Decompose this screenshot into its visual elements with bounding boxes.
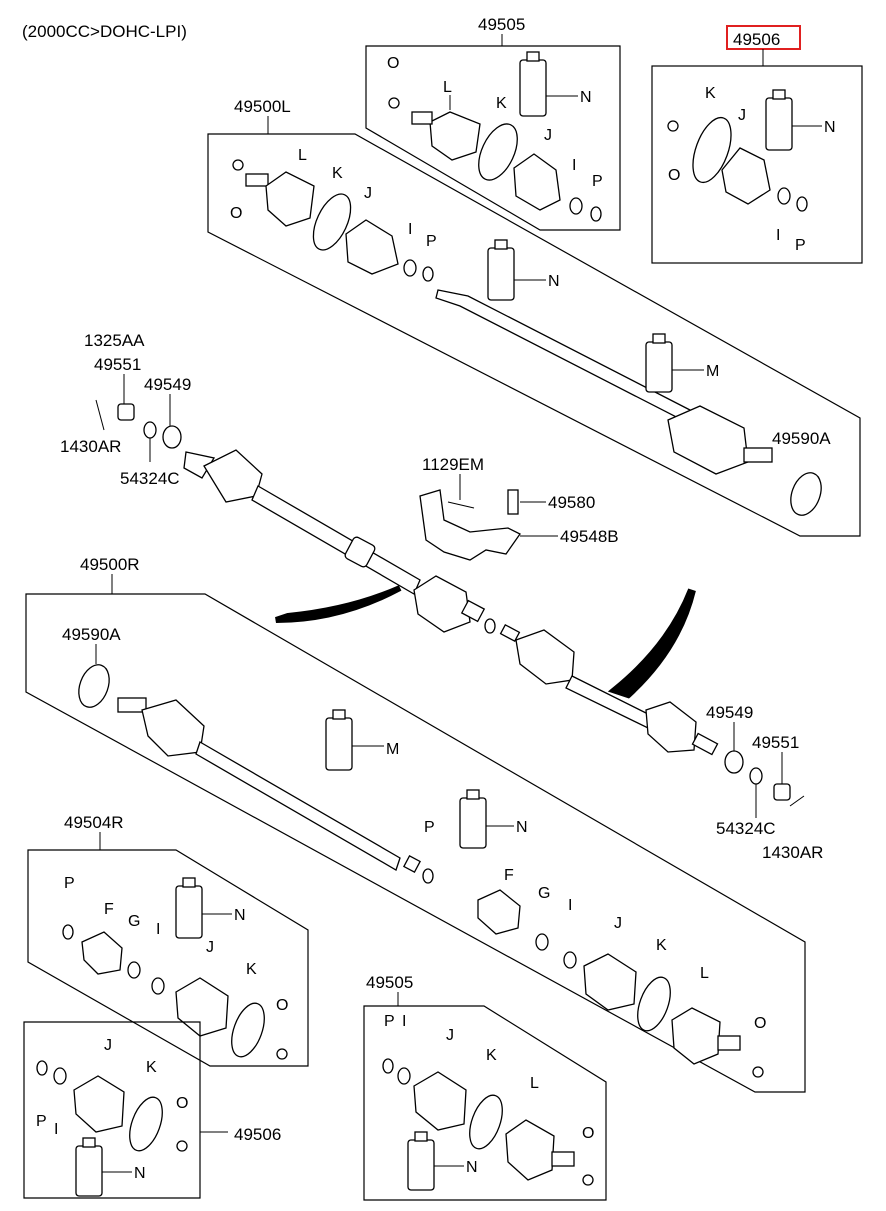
hub-parts-right: 49549 49551 54324C 1430AR [706, 703, 823, 862]
svg-text:J: J [614, 915, 622, 932]
nut-49551-right-label[interactable]: 49551 [752, 733, 799, 752]
svg-text:N: N [466, 1159, 478, 1176]
svg-text:G: G [538, 885, 550, 902]
hub-parts-left: 1325AA 49551 49549 1430AR 54324C [60, 331, 191, 488]
kit-49506-top: 49506 O K J N I P [651, 25, 863, 264]
svg-text:O: O [230, 205, 242, 222]
svg-text:K: K [246, 961, 257, 978]
svg-text:L: L [443, 79, 452, 96]
svg-text:M: M [706, 363, 719, 380]
svg-text:I: I [402, 1013, 406, 1030]
svg-text:K: K [656, 937, 667, 954]
svg-text:G: G [128, 913, 140, 930]
svg-text:J: J [104, 1037, 112, 1054]
bolt-1129EM-label[interactable]: 1129EM [422, 455, 484, 474]
svg-text:F: F [504, 867, 514, 884]
kit-49506-top-label[interactable]: 49506 [733, 30, 780, 49]
pin-1430AR-right-label[interactable]: 1430AR [762, 843, 823, 862]
arrow-right [607, 588, 696, 699]
svg-text:O: O [276, 997, 288, 1014]
svg-text:K: K [705, 85, 716, 102]
svg-text:M: M [386, 741, 399, 758]
svg-text:I: I [572, 157, 576, 174]
shaft-49500L: 49500L O L K J I P N M 49590A [207, 97, 861, 537]
kit49505-top-o-label: O [387, 55, 399, 72]
svg-text:J: J [738, 107, 746, 124]
svg-text:P: P [426, 233, 437, 250]
svg-text:L: L [298, 147, 307, 164]
svg-text:N: N [548, 273, 560, 290]
svg-text:P: P [592, 173, 603, 190]
svg-text:P: P [384, 1013, 395, 1030]
svg-text:P: P [795, 237, 806, 254]
svg-text:P: P [64, 875, 75, 892]
svg-text:I: I [156, 921, 160, 938]
kit-49505-top-label[interactable]: 49505 [478, 15, 525, 34]
bolt-49580-label[interactable]: 49580 [548, 493, 595, 512]
pin-1430AR-left-label[interactable]: 1430AR [60, 437, 121, 456]
svg-text:P: P [424, 819, 435, 836]
svg-text:N: N [580, 89, 592, 106]
kit-49506-bottom-label[interactable]: 49506 [234, 1125, 281, 1144]
svg-text:N: N [234, 907, 246, 924]
svg-text:J: J [364, 185, 372, 202]
svg-text:K: K [146, 1059, 157, 1076]
svg-text:K: K [332, 165, 343, 182]
svg-text:N: N [134, 1165, 146, 1182]
svg-text:L: L [700, 965, 709, 982]
svg-text:J: J [544, 127, 552, 144]
bolt-1325AA-label[interactable]: 1325AA [84, 331, 145, 350]
kit-49504R: 49504R P F G I N J K O [27, 813, 309, 1067]
washer-49549-right-label[interactable]: 49549 [706, 703, 753, 722]
svg-text:I: I [776, 227, 780, 244]
svg-text:I: I [568, 897, 572, 914]
svg-text:K: K [496, 95, 507, 112]
svg-text:O: O [668, 167, 680, 184]
kit-49505-bottom-label[interactable]: 49505 [366, 973, 413, 992]
bracket-49548B-label[interactable]: 49548B [560, 527, 619, 546]
tone-ring-49590A-bottom-label[interactable]: 49590A [62, 625, 121, 644]
svg-text:P: P [36, 1113, 47, 1130]
kit-49506-bottom: 49506 P I J K O N [23, 1021, 281, 1199]
svg-text:O: O [176, 1095, 188, 1112]
arrow-left [275, 585, 402, 623]
svg-text:I: I [408, 221, 412, 238]
kit-49504R-label[interactable]: 49504R [64, 813, 124, 832]
nut-49551-left-label[interactable]: 49551 [94, 355, 141, 374]
shaft-49500L-label[interactable]: 49500L [234, 97, 291, 116]
svg-text:N: N [824, 119, 836, 136]
svg-text:F: F [104, 901, 114, 918]
center-drive-shaft [183, 449, 719, 756]
svg-text:N: N [516, 819, 528, 836]
shaft-49500R: 49500R 49590A M P N F G I J K L O [25, 555, 806, 1093]
svg-text:I: I [54, 1121, 58, 1138]
kit-49505-top: 49505 O L K J N I P [365, 15, 621, 231]
shaft-49500R-label[interactable]: 49500R [80, 555, 140, 574]
tone-ring-49590A-top-label[interactable]: 49590A [772, 429, 831, 448]
svg-text:J: J [206, 939, 214, 956]
svg-text:O: O [582, 1125, 594, 1142]
bracket-assembly: 1129EM 49580 49548B [419, 455, 619, 561]
kit-49505-bottom: 49505 P I J K L O N [363, 973, 607, 1201]
svg-text:L: L [530, 1075, 539, 1092]
engine-spec-label: (2000CC>DOHC-LPI) [22, 22, 187, 41]
ring-54324C-right-label[interactable]: 54324C [716, 819, 776, 838]
ring-54324C-left-label[interactable]: 54324C [120, 469, 180, 488]
svg-text:J: J [446, 1027, 454, 1044]
svg-text:O: O [754, 1015, 766, 1032]
washer-49549-left-label[interactable]: 49549 [144, 375, 191, 394]
svg-text:K: K [486, 1047, 497, 1064]
